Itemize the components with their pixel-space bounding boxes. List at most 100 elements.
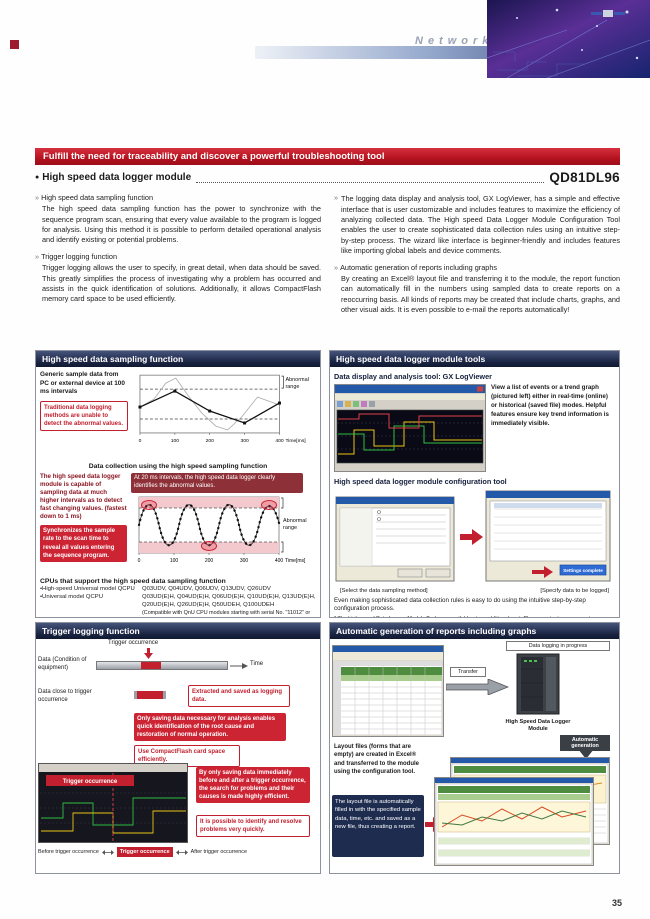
equipment-data-bar (96, 661, 228, 670)
config-window-2: Settings complete (485, 490, 611, 582)
gx-logviewer-screenshot (334, 384, 486, 472)
cpu-row: •High-speed Universal model QCPU Q03UDV,… (40, 585, 271, 592)
layout-files-text: Layout files (forms that are empty) are … (334, 744, 420, 776)
intro-body: The high speed data sampling function ha… (42, 204, 321, 245)
panel-trigger-logging: Trigger logging function Trigger occurre… (35, 622, 321, 874)
transfer-arrow-icon (446, 679, 510, 695)
generic-sample-text: Generic sample data from PC or external … (40, 371, 125, 396)
time-axis-unit: Time[ms] (285, 438, 306, 444)
logviewer-description: View a list of events or a trend graph (… (491, 384, 609, 427)
panel-high-speed-sampling: High speed data sampling function Generi… (35, 350, 321, 618)
data-close-label: Data close to trigger occurrence (38, 689, 92, 703)
list-marker-icon: » (334, 262, 339, 272)
down-arrow-icon (144, 648, 153, 659)
note-identify: It is possible to identify and resolve p… (196, 815, 310, 838)
panel-title: Automatic generation of reports includin… (330, 623, 619, 639)
sparkle-dots (516, 8, 639, 60)
panel-title: High speed data logger module tools (330, 351, 619, 367)
intro-heading: Automatic generation of reports includin… (340, 262, 498, 272)
bullet-icon: ● (35, 174, 40, 181)
intro-item: »High speed data sampling function The h… (35, 193, 321, 246)
span-arrow-icon (175, 849, 188, 855)
intro-body: The logging data display and analysis to… (341, 194, 620, 256)
trigger-screenshot: Trigger occurrence (38, 763, 188, 843)
caption-specify-data: [Specify data to be logged] (540, 588, 609, 594)
cpu-row: •Universal model QCPU Q03UD(E)H, Q04UD(E… (40, 594, 316, 608)
chart-100ms-sampling: Abnormal range 0 100 200 300 400 Time[ms… (138, 374, 309, 444)
panel-report-generation: Automatic generation of reports includin… (329, 622, 620, 874)
abnormal-range-label: Abnormal (285, 377, 308, 383)
page-number: 35 (611, 898, 622, 908)
note-compactflash: Use CompactFlash card space efficiently. (134, 745, 240, 768)
panel-title: Trigger logging function (36, 623, 320, 639)
panel-module-tools: High speed data logger module tools Data… (329, 350, 620, 618)
module-caption: High Speed Data Logger Module (505, 719, 571, 732)
svg-text:0: 0 (138, 438, 141, 444)
product-name: High speed data logger module (42, 172, 192, 183)
toolbar-icons (337, 401, 375, 407)
config-tool-title: High speed data logger module configurat… (334, 477, 507, 486)
chart-caption: Data collection using the high speed sam… (88, 463, 268, 470)
list-marker-icon: » (35, 193, 40, 202)
svg-text:100: 100 (170, 438, 179, 444)
trigger-data-segment (141, 662, 161, 669)
product-model: QD81DL96 (549, 170, 620, 185)
chart-20ms-sampling: Abnormal range 0 100 200 300 400 Time[ms… (137, 496, 307, 564)
svg-text:range: range (285, 384, 299, 390)
svg-text:100: 100 (170, 558, 179, 564)
config-window-1 (335, 496, 455, 582)
report-description-box: The layout file is automatically filled … (332, 795, 424, 857)
panel-title: High speed data sampling function (36, 351, 320, 367)
data-condition-label: Data (Condition of equipment) (38, 657, 87, 671)
intro-col-1: »High speed data sampling function The h… (35, 193, 321, 321)
collage-graphic (487, 0, 650, 78)
data-logging-label: Data logging in progress (506, 641, 610, 652)
header-collage-image (487, 0, 650, 78)
svg-text:400: 400 (275, 438, 284, 444)
after-trigger-label: After trigger occurrence (190, 849, 247, 855)
intro-heading: High speed data sampling function (41, 193, 154, 202)
page-title: Fulfill the need for traceability and di… (35, 148, 620, 165)
note-synchronizes: Synchronizes the sample rate to the scan… (40, 525, 127, 562)
dense-sample-points (137, 503, 281, 546)
network-section-label: Network (415, 35, 494, 47)
capability-text: The high speed data logger module is cap… (40, 473, 127, 521)
settings-complete-button: Settings complete (563, 568, 603, 573)
intro-item: »Automatic generation of reports includi… (334, 263, 620, 316)
logger-module-image (516, 653, 560, 715)
trend-line-red (338, 413, 482, 429)
svg-text:300: 300 (240, 438, 249, 444)
svg-text:200: 200 (205, 438, 214, 444)
corner-red-square (10, 40, 19, 49)
report-window-front (434, 777, 594, 866)
trigger-occurrence-box: Trigger occurrence (116, 847, 173, 857)
svg-text:400: 400 (275, 558, 284, 564)
intro-body: By creating an Excel® layout file and tr… (341, 273, 620, 314)
trend-line-yellow (338, 421, 482, 455)
waveform-green (41, 797, 186, 826)
span-arrow-icon (101, 849, 114, 855)
config-description: Even making sophisticated data collectio… (334, 597, 586, 613)
circuit-lines (493, 51, 585, 77)
note-only-saving: Only saving data necessary for analysis … (134, 713, 286, 742)
time-axis-unit: Time[ms] (285, 558, 306, 564)
time-label: Time (250, 661, 264, 667)
transfer-label: Transfer (450, 667, 486, 678)
intro-item: »Trigger logging function Trigger loggin… (35, 252, 321, 305)
svg-text:300: 300 (240, 558, 249, 564)
dotted-leader (196, 173, 545, 183)
red-arrow-settings (532, 566, 553, 578)
product-row: ● High speed data logger module QD81DL96 (35, 169, 620, 186)
intro-text: »High speed data sampling function The h… (35, 193, 620, 321)
abnormal-highlights (141, 499, 277, 551)
note-extracted: Extracted and saved as logging data. (188, 685, 290, 708)
gx-logviewer-title: Data display and analysis tool: GX LogVi… (334, 372, 493, 381)
before-trigger-label: Before trigger occurrence (38, 849, 99, 855)
trigger-occurrence-label: Trigger occurrence (108, 640, 159, 646)
svg-text:0: 0 (138, 558, 141, 564)
svg-text:range: range (283, 525, 297, 531)
note-before-after: By only saving data immediately before a… (196, 767, 310, 804)
trigger-timeline: Before trigger occurrence Trigger occurr… (38, 847, 294, 857)
screenshot-banner: Trigger occurrence (63, 779, 118, 785)
footnote: * The high speed Data Logger Module Tool… (334, 616, 615, 617)
